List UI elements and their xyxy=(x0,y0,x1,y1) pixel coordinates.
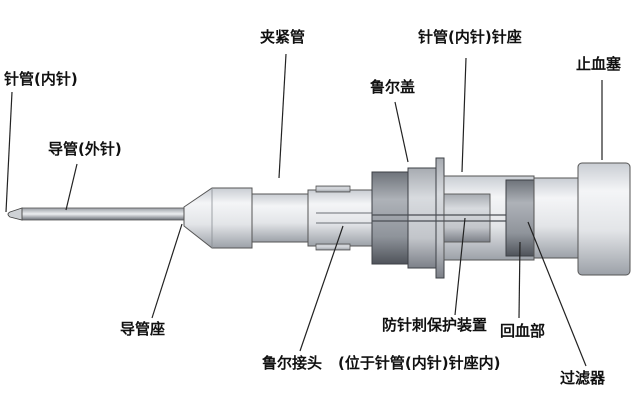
needle-tip xyxy=(7,207,23,221)
label-blood-stopper: 止血塞 xyxy=(576,55,622,73)
label-catheter-hub: 导管座 xyxy=(120,320,166,338)
label-needle-hub: 针管(内针)针座 xyxy=(418,28,522,46)
label-filter: 过滤器 xyxy=(560,369,606,387)
label-luer-cap: 鲁尔盖 xyxy=(370,78,416,96)
label-luer-connector: 鲁尔接头 xyxy=(262,354,323,372)
label-catheter-outer: 导管(外针) xyxy=(48,140,122,158)
label-flashback-chamber: 回血部 xyxy=(500,322,546,340)
label-needlestick-location: (位于针管(内针)针座内) xyxy=(338,354,501,372)
label-clamp-tube: 夹紧管 xyxy=(260,28,306,46)
label-needlestick-device: 防针刺保护装置 xyxy=(382,316,488,334)
leader-lines xyxy=(5,53,603,367)
luer-cap-shape xyxy=(371,171,409,265)
blood-stopper-shape xyxy=(577,162,631,276)
needlestick-device-shape xyxy=(443,193,491,243)
luer-connector-shape xyxy=(307,189,373,247)
catheter-hub-shape xyxy=(183,187,253,249)
clamp-tube-shape xyxy=(251,193,309,243)
filter-shape xyxy=(533,177,579,259)
label-needle-inner: 针管(内针) xyxy=(4,70,78,88)
catheter-shaft xyxy=(21,207,185,221)
flange xyxy=(435,157,445,279)
